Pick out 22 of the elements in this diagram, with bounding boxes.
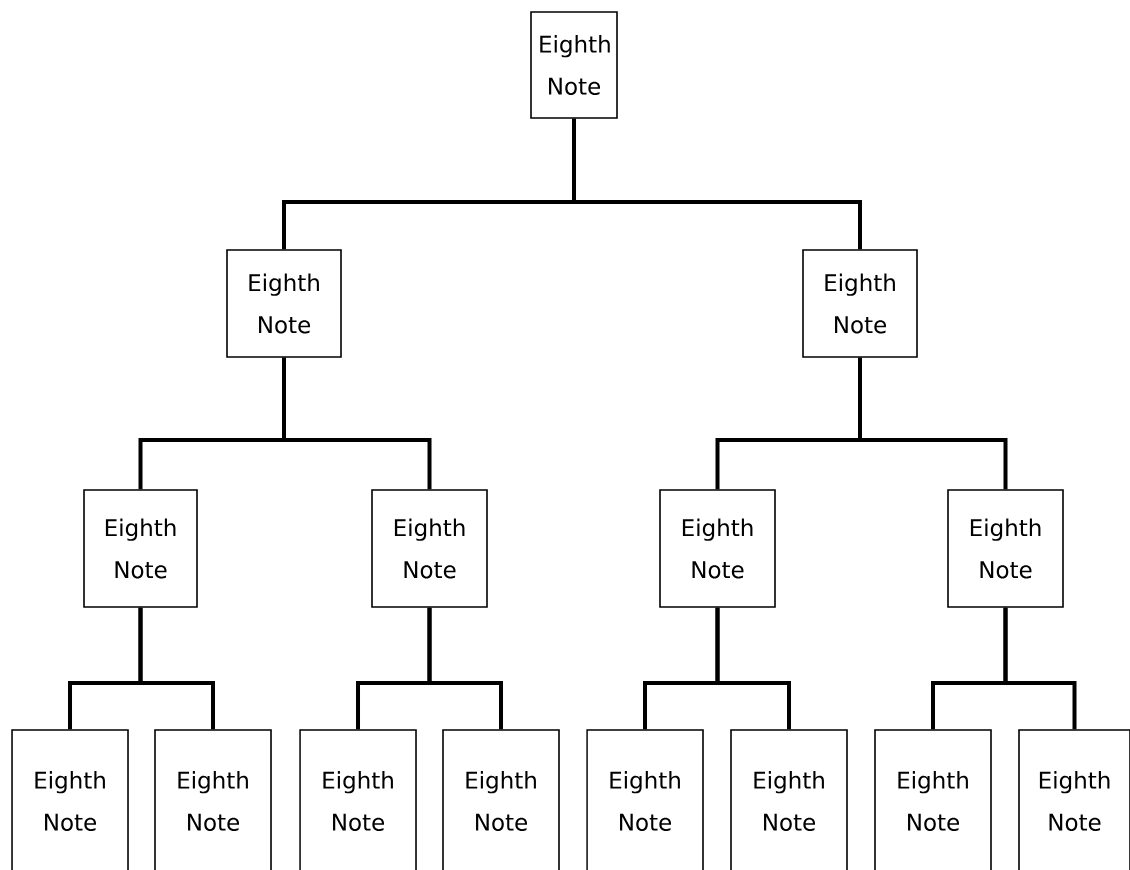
note-box: Eighth Note (154, 729, 272, 870)
note-box: Eighth Note (1018, 729, 1130, 870)
connector-line (715, 607, 791, 730)
note-box: Eighth Note (83, 489, 198, 608)
note-box: Eighth Note (442, 729, 560, 870)
note-box: Eighth Note (226, 249, 342, 358)
connector-line (858, 357, 1008, 490)
connector-line (282, 357, 432, 490)
note-box: Eighth Note (371, 489, 488, 608)
note-box: Eighth Note (586, 729, 704, 870)
connector-line (427, 607, 503, 730)
note-box: Eighth Note (530, 11, 618, 119)
note-box: Eighth Note (802, 249, 918, 358)
note-box: Eighth Note (11, 729, 129, 870)
note-box: Eighth Note (659, 489, 776, 608)
note-box: Eighth Note (730, 729, 848, 870)
note-box: Eighth Note (299, 729, 417, 870)
connector-line (138, 607, 215, 730)
connector-line (572, 118, 862, 250)
note-box: Eighth Note (947, 489, 1064, 608)
note-box: Eighth Note (874, 729, 992, 870)
connector-line (1003, 607, 1077, 730)
